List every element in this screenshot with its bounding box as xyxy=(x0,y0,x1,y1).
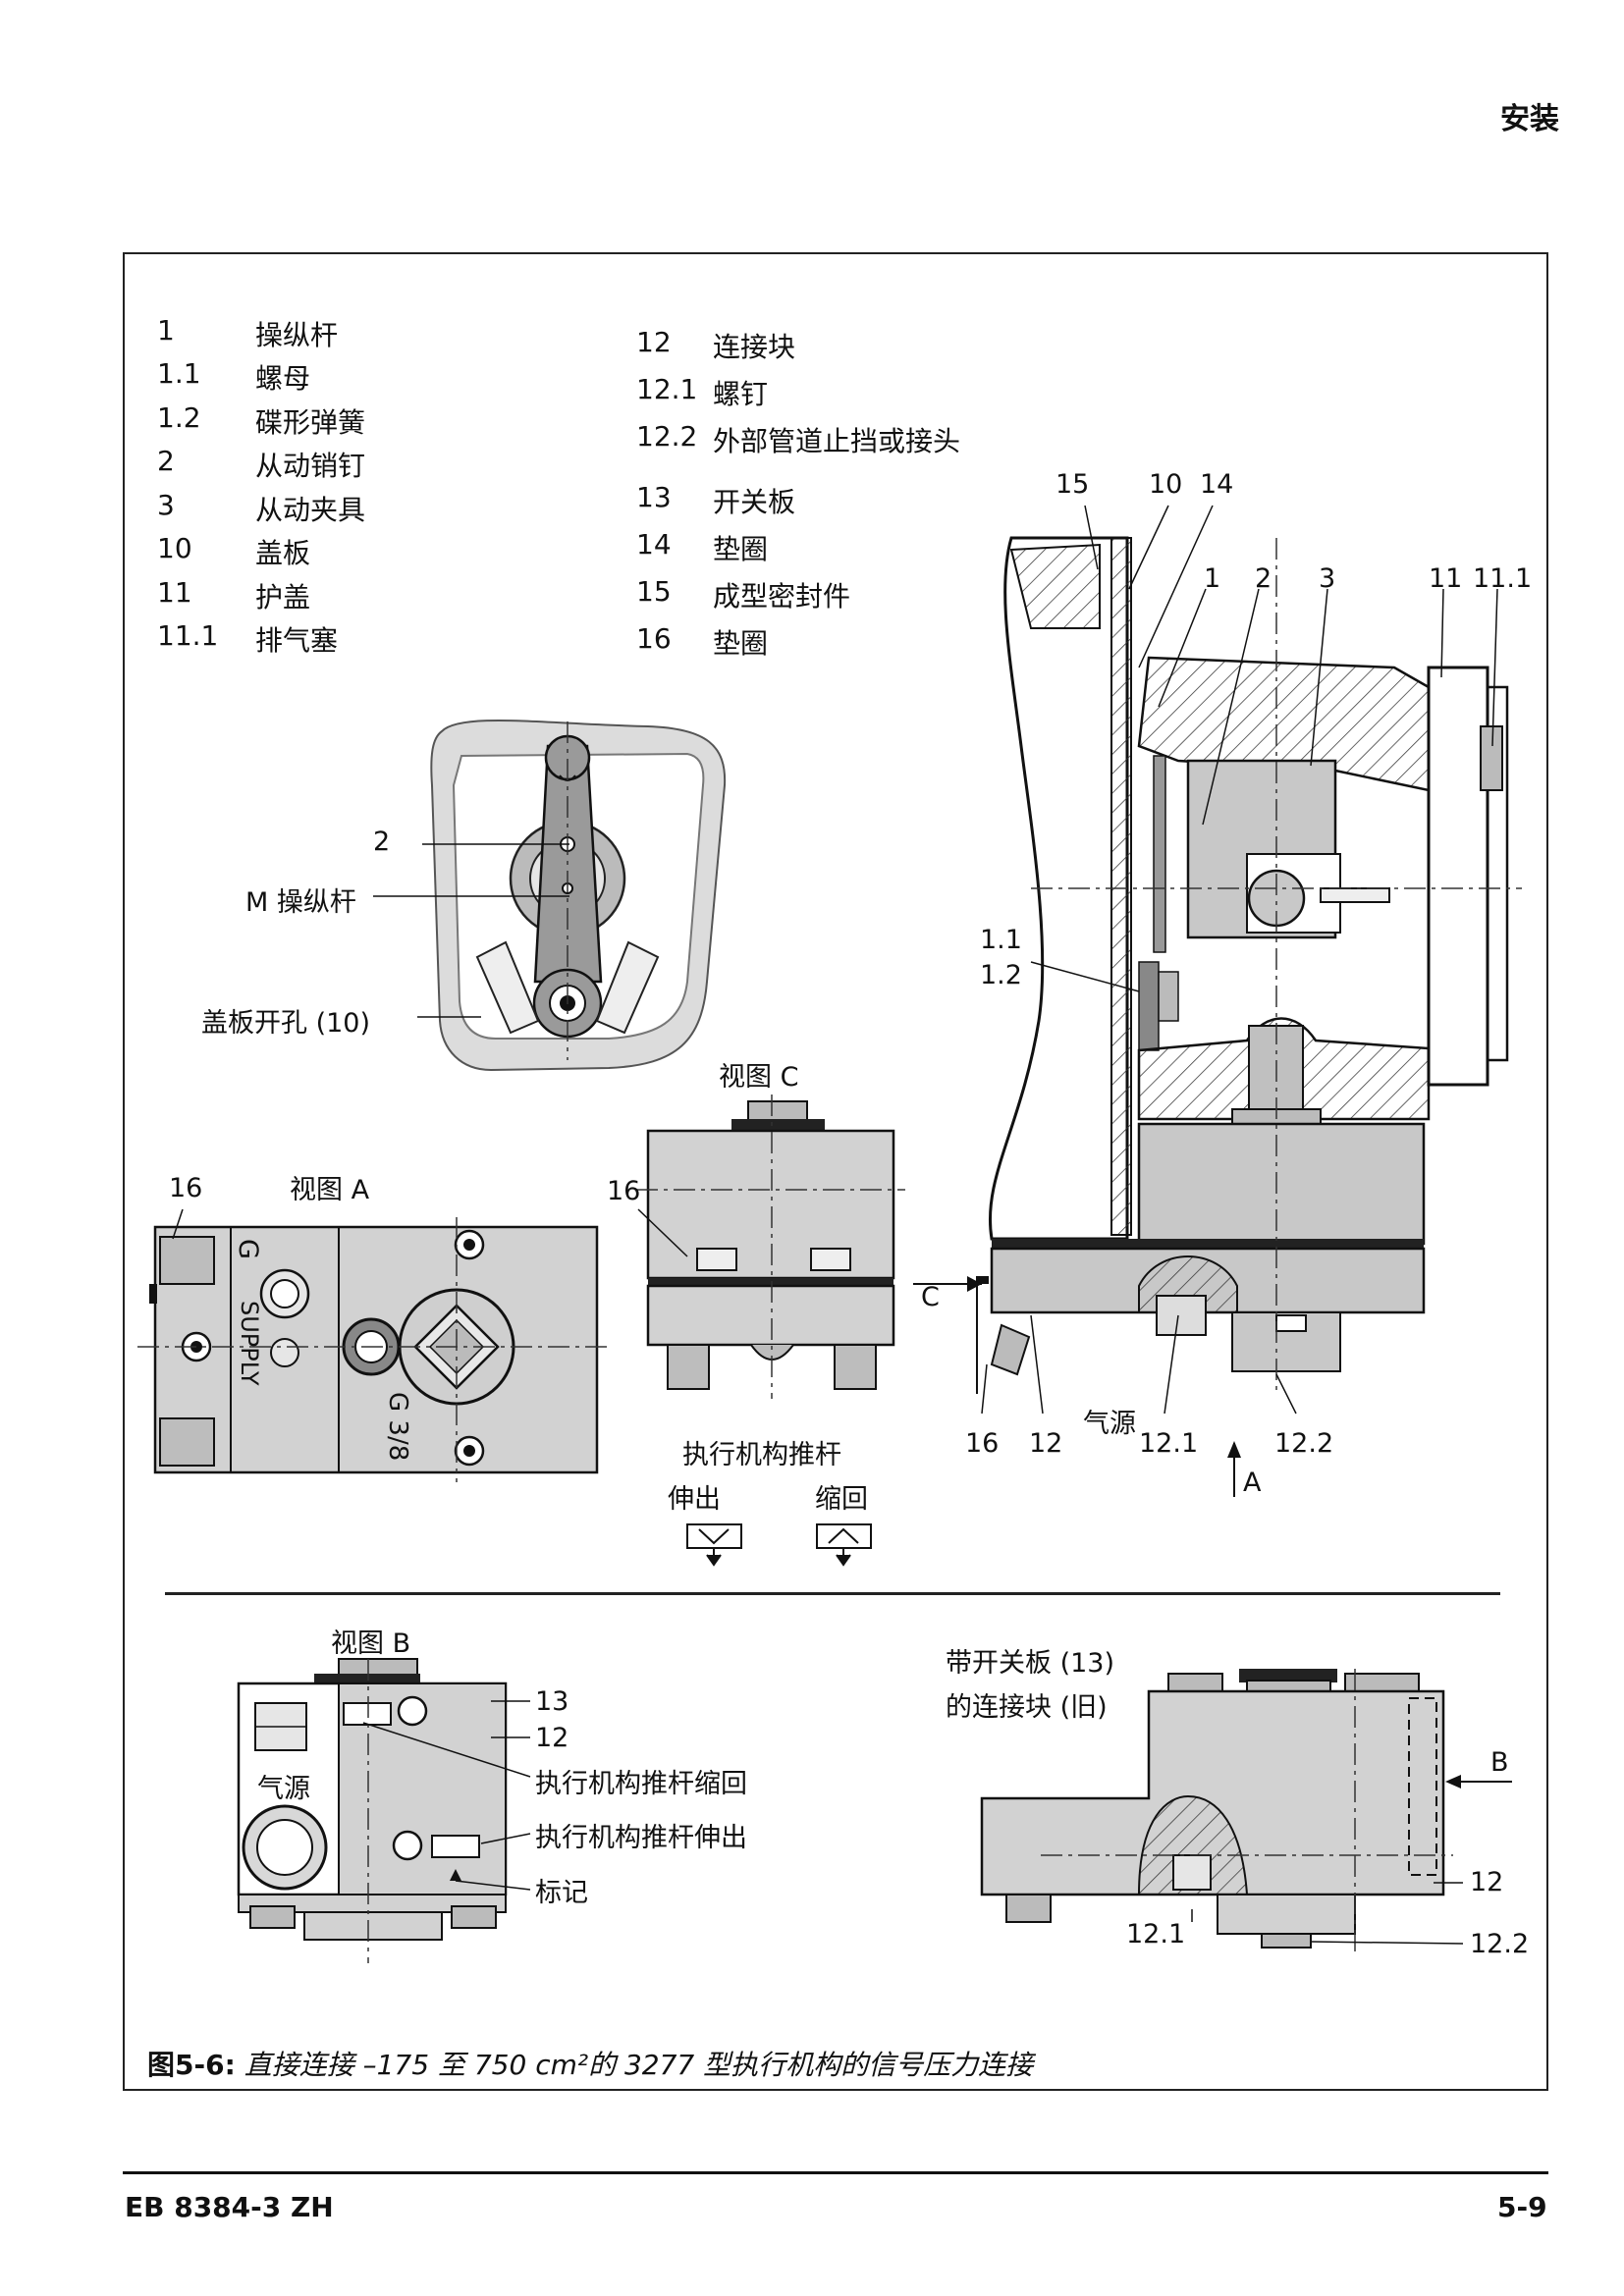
section-callout-1-1: 1.1 xyxy=(980,925,1022,955)
view-c-drawing xyxy=(636,1095,905,1567)
section-callout-14: 14 xyxy=(1200,469,1234,500)
view-b-label-12: 12 xyxy=(535,1723,569,1753)
old-block-title-2: 的连接块 (旧) xyxy=(946,1692,1108,1723)
lever-view-drawing xyxy=(373,720,727,1072)
view-b-drawing xyxy=(237,1658,531,1963)
section-callout-11-1: 11.1 xyxy=(1473,563,1533,594)
section-view-drawing xyxy=(913,505,1522,1497)
footer-doc-number: EB 8384-3 ZH xyxy=(125,2191,334,2223)
figure-frame xyxy=(123,252,1548,2091)
section-callout-15: 15 xyxy=(1056,469,1090,500)
figure-divider xyxy=(165,1592,1500,1595)
section-header: 安装 xyxy=(1500,102,1559,136)
figure-number: 图5-6: xyxy=(147,2049,236,2081)
actuator-stem-title: 执行机构推杆 xyxy=(682,1440,841,1470)
section-callout-11: 11 xyxy=(1429,563,1463,594)
stem-extend-note: 执行机构推杆伸出 xyxy=(535,1823,747,1853)
section-callout-1: 1 xyxy=(1204,563,1221,594)
view-c-title: 视图 C xyxy=(719,1062,799,1093)
view-a-supply: SUPPLY xyxy=(236,1301,263,1386)
old-block-label-12-2: 12.2 xyxy=(1470,1929,1530,1959)
view-b-title: 视图 B xyxy=(331,1629,411,1659)
section-callout-1-2: 1.2 xyxy=(980,960,1022,990)
view-b-arrow-label: B xyxy=(1490,1747,1509,1778)
view-b-label-13: 13 xyxy=(535,1686,569,1717)
view-b-supply: 气源 xyxy=(257,1774,310,1804)
mark-note: 标记 xyxy=(535,1878,588,1908)
stem-extend-label: 伸出 xyxy=(668,1484,721,1515)
lever-label-m: M 操纵杆 xyxy=(245,887,356,918)
view-a-port-g: G xyxy=(233,1239,263,1259)
old-block-label-12: 12 xyxy=(1470,1867,1504,1897)
section-label-16: 16 xyxy=(965,1428,1000,1459)
cover-opening-label: 盖板开孔 (10) xyxy=(201,1008,371,1039)
section-label-12-2: 12.2 xyxy=(1274,1428,1334,1459)
view-c-arrow-label: C xyxy=(921,1282,940,1312)
view-a-arrow-label: A xyxy=(1243,1468,1262,1498)
old-block-title-1: 带开关板 (13) xyxy=(946,1648,1115,1679)
figure-caption: 图5-6: 直接连接 –175 至 750 cm²的 3277 型执行机构的信号… xyxy=(147,2044,1033,2083)
lever-label-2: 2 xyxy=(373,827,391,857)
view-a-title: 视图 A xyxy=(290,1175,370,1205)
view-a-label-16: 16 xyxy=(169,1173,203,1203)
section-label-12-1: 12.1 xyxy=(1139,1428,1199,1459)
section-callout-2: 2 xyxy=(1255,563,1272,594)
section-supply-label: 气源 xyxy=(1083,1409,1136,1439)
section-label-12: 12 xyxy=(1029,1428,1063,1459)
figure-caption-text: 直接连接 –175 至 750 cm²的 3277 型执行机构的信号压力连接 xyxy=(244,2049,1034,2081)
old-block-label-12-1: 12.1 xyxy=(1126,1919,1186,1949)
view-a-drawing xyxy=(137,1208,609,1482)
footer-rule xyxy=(123,2171,1548,2174)
old-block-drawing xyxy=(980,1669,1512,1953)
section-callout-3: 3 xyxy=(1319,563,1336,594)
stem-retract-note: 执行机构推杆缩回 xyxy=(535,1769,747,1799)
stem-retract-label: 缩回 xyxy=(815,1484,868,1515)
view-a-port-g38: G 3/8 xyxy=(383,1392,412,1462)
section-callout-10: 10 xyxy=(1149,469,1183,500)
view-c-label-16: 16 xyxy=(607,1176,641,1206)
footer-page-number: 5-9 xyxy=(1497,2191,1547,2223)
